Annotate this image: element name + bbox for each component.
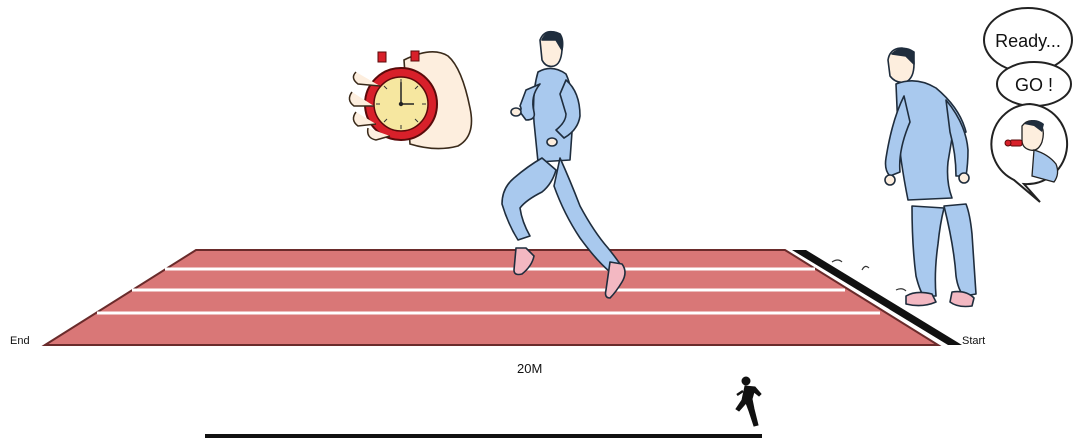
running-track <box>45 250 962 345</box>
stopwatch-icon <box>349 51 471 149</box>
distance-label: 20M <box>517 361 542 376</box>
ground-mark <box>862 266 869 270</box>
ground-mark <box>832 260 842 262</box>
coach-figure <box>885 48 976 307</box>
track-surface <box>45 250 938 345</box>
ground-mark <box>896 289 906 291</box>
start-label: Start <box>962 335 985 347</box>
end-label: End <box>10 335 30 347</box>
runner-silhouette-icon <box>736 377 761 426</box>
whistle-icon <box>991 104 1067 202</box>
speech-bubble-go: GO ! <box>997 62 1071 106</box>
go-text: GO ! <box>1015 75 1053 95</box>
ready-text: Ready... <box>995 31 1061 51</box>
